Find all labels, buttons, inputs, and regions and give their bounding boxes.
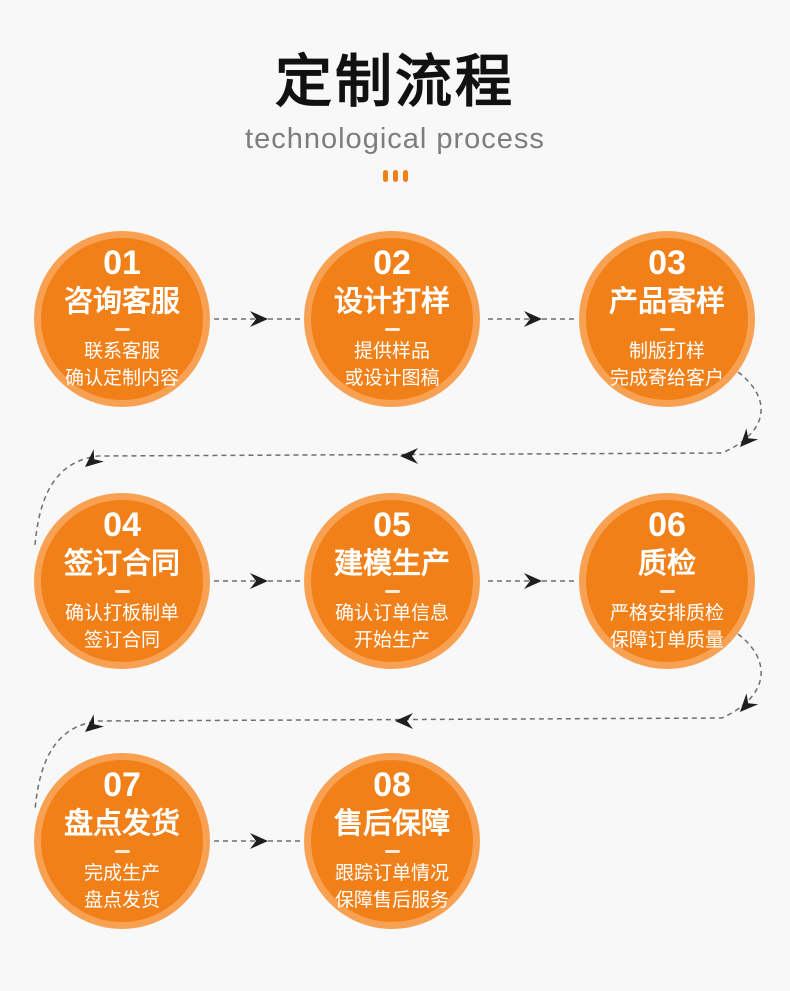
step-title: 咨询客服 — [63, 285, 180, 318]
step-title: 设计打样 — [333, 285, 450, 318]
step-desc-line2: 盘点发货 — [83, 890, 160, 912]
page-title: 定制流程 — [275, 50, 515, 114]
step-circle-07: 07 盘点发货 完成生产 盘点发货 — [34, 753, 210, 929]
step-number: 06 — [648, 506, 686, 545]
step-divider — [384, 327, 400, 331]
arrow-right-icon — [250, 573, 268, 589]
step-title: 售后保障 — [333, 807, 450, 840]
step-title: 建模生产 — [333, 547, 450, 580]
step-desc-line2: 完成寄给客户 — [609, 368, 724, 390]
step-title: 盘点发货 — [63, 807, 180, 840]
step-divider — [659, 589, 675, 593]
step-description: 严格安排质检 保障订单质量 — [610, 600, 724, 655]
step-number: 07 — [103, 766, 141, 805]
step-desc-line2: 保障订单质量 — [609, 630, 724, 652]
accent-bar — [392, 170, 398, 183]
arrow-left-icon — [400, 448, 418, 464]
step-desc-line1: 制版打样 — [628, 340, 705, 362]
page-subtitle: technological process — [245, 122, 545, 155]
step-number: 04 — [103, 506, 141, 545]
arrow-left-icon — [395, 713, 413, 729]
step-description: 确认订单信息 开始生产 — [335, 600, 449, 655]
step-description: 提供样品 或设计图稿 — [344, 338, 439, 393]
step-desc-line1: 提供样品 — [353, 340, 430, 362]
step-desc-line1: 确认订单信息 — [334, 602, 449, 624]
arrow-right-icon — [524, 573, 542, 589]
arrow-bend-icon — [85, 714, 104, 732]
step-circle-06: 06 质检 严格安排质检 保障订单质量 — [579, 493, 755, 669]
accent-bar — [382, 170, 388, 183]
accent-bar — [402, 170, 408, 183]
step-description: 跟踪订单情况 保障售后服务 — [335, 860, 449, 915]
step-desc-line1: 联系客服 — [83, 340, 160, 362]
step-description: 联系客服 确认定制内容 — [65, 338, 179, 393]
step-description: 完成生产 盘点发货 — [84, 860, 160, 915]
step-desc-line2: 保障售后服务 — [334, 890, 449, 912]
step-circle-08: 08 售后保障 跟踪订单情况 保障售后服务 — [304, 753, 480, 929]
step-desc-line2: 开始生产 — [353, 630, 430, 652]
step-number: 03 — [648, 244, 686, 283]
arrow-right-icon — [524, 311, 542, 327]
step-divider — [114, 849, 130, 853]
step-circle-04: 04 签订合同 确认打板制单 签订合同 — [34, 493, 210, 669]
arrow-right-icon — [250, 311, 268, 327]
step-title: 产品寄样 — [608, 285, 725, 318]
step-number: 05 — [373, 506, 411, 545]
step-desc-line2: 确认定制内容 — [64, 368, 179, 390]
step-divider — [659, 327, 675, 331]
step-divider — [114, 589, 130, 593]
step-circle-03: 03 产品寄样 制版打样 完成寄给客户 — [579, 231, 755, 407]
arrow-bend-icon — [740, 693, 759, 712]
step-divider — [384, 849, 400, 853]
step-number: 08 — [373, 766, 411, 805]
step-number: 01 — [103, 244, 141, 283]
arrow-bend-icon — [85, 449, 104, 467]
step-description: 制版打样 完成寄给客户 — [610, 338, 724, 393]
connector-03-04 — [34, 371, 762, 546]
step-circle-05: 05 建模生产 确认订单信息 开始生产 — [304, 493, 480, 669]
step-desc-line1: 严格安排质检 — [609, 602, 724, 624]
arrow-bend-icon — [740, 428, 759, 447]
header: 定制流程 technological process — [0, 0, 790, 183]
step-circle-01: 01 咨询客服 联系客服 确认定制内容 — [34, 231, 210, 407]
step-description: 确认打板制单 签订合同 — [65, 600, 179, 655]
step-desc-line2: 或设计图稿 — [344, 368, 440, 390]
step-title: 签订合同 — [63, 547, 180, 580]
accent-bars-icon — [0, 170, 790, 183]
arrow-right-icon — [250, 833, 268, 849]
step-divider — [384, 589, 400, 593]
step-desc-line1: 完成生产 — [83, 862, 160, 884]
step-divider — [114, 327, 130, 331]
step-desc-line1: 确认打板制单 — [64, 602, 179, 624]
step-desc-line1: 跟踪订单情况 — [334, 862, 449, 884]
step-number: 02 — [373, 244, 411, 283]
step-circle-02: 02 设计打样 提供样品 或设计图稿 — [304, 231, 480, 407]
step-title: 质检 — [637, 547, 696, 580]
step-desc-line2: 签订合同 — [83, 630, 160, 652]
